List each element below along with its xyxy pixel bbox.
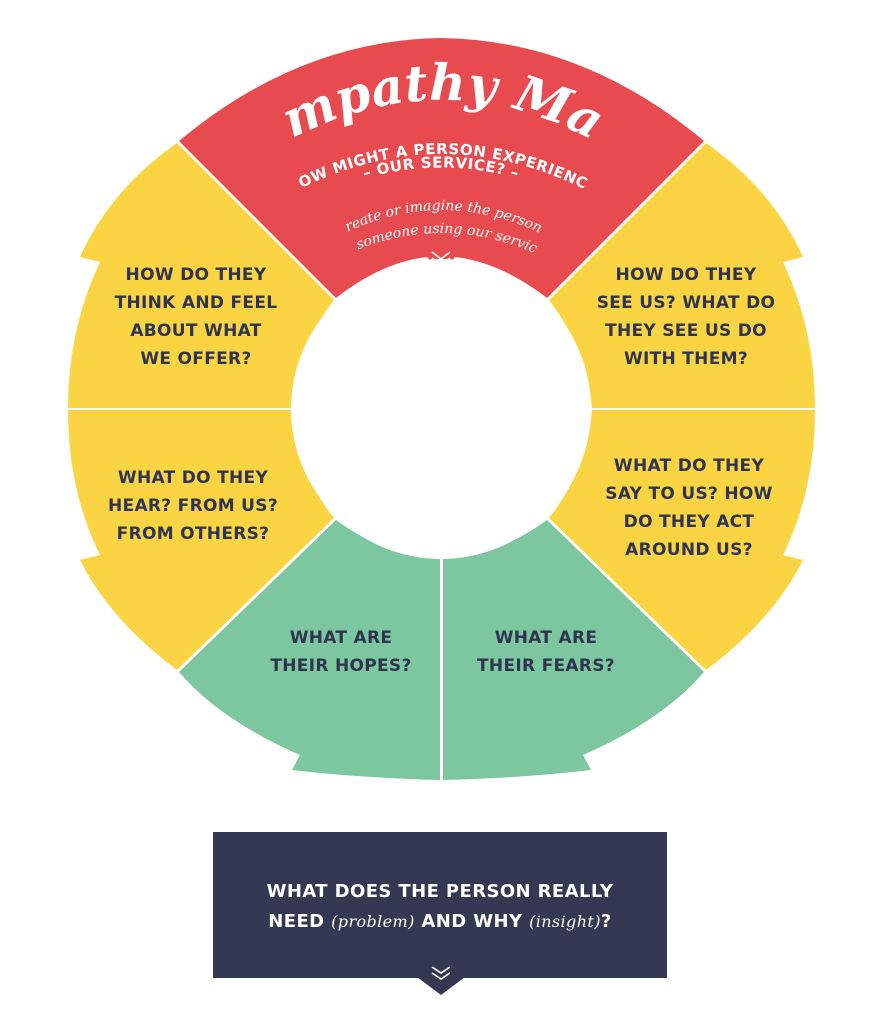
svg-text:THEY SEE US DO: THEY SEE US DO <box>605 321 767 341</box>
svg-text:WHAT DO THEY: WHAT DO THEY <box>118 468 269 488</box>
chevron-down-icon <box>431 966 451 980</box>
svg-text:WHAT ARE: WHAT ARE <box>495 628 598 648</box>
segment-think-feel <box>68 143 334 408</box>
need-line-1: WHAT DOES THE PERSON REALLY <box>266 881 614 902</box>
say-act-question: WHAT DO THEY SAY TO US? HOW DO THEY ACT … <box>605 456 772 560</box>
segment-say-act <box>549 410 815 670</box>
svg-text:WE OFFER?: WE OFFER? <box>140 349 251 369</box>
svg-text:DO THEY ACT: DO THEY ACT <box>624 512 755 532</box>
need-insight-question: WHAT DOES THE PERSON REALLY NEED (proble… <box>213 877 667 937</box>
svg-text:WHAT DO THEY: WHAT DO THEY <box>614 456 765 476</box>
segment-fears <box>443 520 704 780</box>
svg-text:AROUND US?: AROUND US? <box>625 540 753 560</box>
chevron-down-icon <box>431 251 451 267</box>
need-box-pointer <box>417 977 465 995</box>
fears-question: WHAT ARE THEIR FEARS? <box>477 628 615 676</box>
hopes-question: WHAT ARE THEIR HOPES? <box>270 628 411 676</box>
think-feel-question: HOW DO THEY THINK AND FEEL ABOUT WHAT WE… <box>115 265 278 369</box>
segment-hear <box>68 410 334 670</box>
svg-text:SEE US? WHAT DO: SEE US? WHAT DO <box>597 293 776 313</box>
svg-text:WHAT ARE: WHAT ARE <box>290 628 393 648</box>
segment-hopes <box>179 520 440 780</box>
svg-text:HOW DO THEY: HOW DO THEY <box>126 265 267 285</box>
hear-question: WHAT DO THEY HEAR? FROM US? FROM OTHERS? <box>108 468 278 544</box>
svg-text:HEAR? FROM US?: HEAR? FROM US? <box>108 496 278 516</box>
svg-text:SAY TO US? HOW: SAY TO US? HOW <box>605 484 772 504</box>
center-hole <box>291 259 591 559</box>
segment-persona <box>179 38 704 298</box>
need-line-2: NEED (problem) AND WHY (insight)? <box>268 911 612 932</box>
svg-text:THEIR FEARS?: THEIR FEARS? <box>477 656 615 676</box>
svg-text:THINK AND FEEL: THINK AND FEEL <box>115 293 278 313</box>
need-insight-box: WHAT DOES THE PERSON REALLY NEED (proble… <box>213 832 667 978</box>
svg-text:FROM OTHERS?: FROM OTHERS? <box>117 524 270 544</box>
see-question: HOW DO THEY SEE US? WHAT DO THEY SEE US … <box>597 265 776 369</box>
empathy-map-wheel: Empathy Map HOW MIGHT A PERSON EXPERIENC… <box>68 38 815 780</box>
segment-see <box>549 143 815 408</box>
svg-text:WITH THEM?: WITH THEM? <box>624 349 748 369</box>
svg-text:ABOUT WHAT: ABOUT WHAT <box>130 321 261 341</box>
svg-text:HOW DO THEY: HOW DO THEY <box>616 265 757 285</box>
svg-text:THEIR HOPES?: THEIR HOPES? <box>270 656 411 676</box>
